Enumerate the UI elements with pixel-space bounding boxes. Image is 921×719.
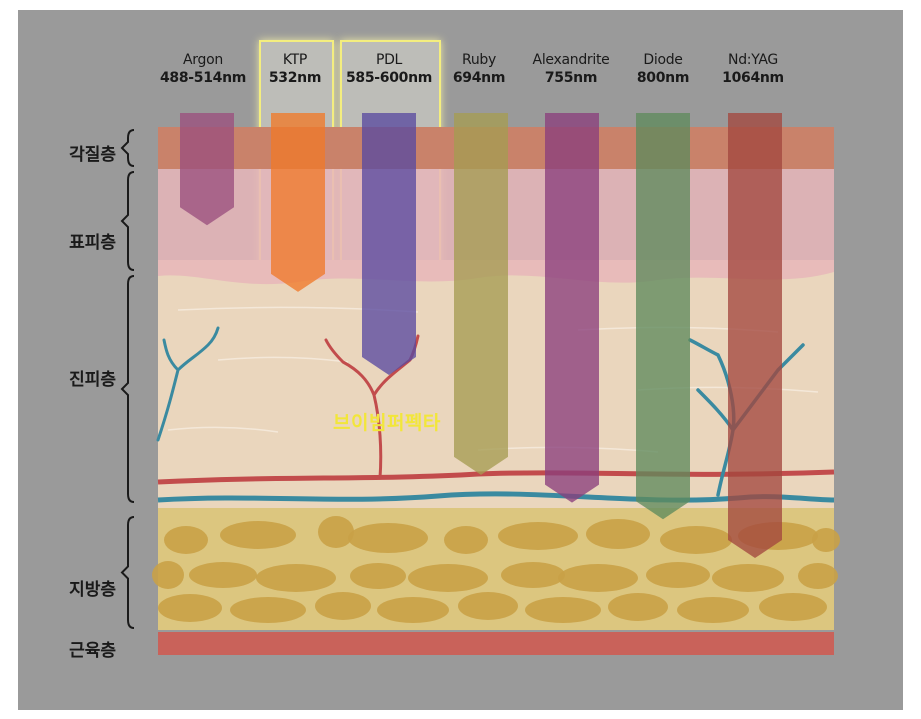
dermis-texture-line: [217, 356, 349, 363]
dermis-texture-line: [167, 426, 279, 433]
laser-name: Ruby: [462, 52, 496, 68]
layer-label-dermis: 진피층: [69, 370, 116, 390]
fat-cell: [501, 562, 565, 588]
layer-label-stratum-corneum: 각질층: [69, 145, 116, 165]
laser-beam: [271, 113, 325, 292]
fat-cell: [189, 562, 257, 588]
fat-cell: [152, 561, 184, 589]
laser-name: Alexandrite: [532, 52, 610, 68]
fat-cell: [498, 522, 578, 550]
artery-vessel: [157, 469, 835, 485]
laser-name: PDL: [375, 52, 403, 68]
layer-bracket: [120, 129, 135, 167]
fat-cell: [444, 526, 488, 554]
layer-bracket: [120, 171, 135, 271]
layer-label-fat: 지방층: [69, 580, 116, 600]
laser-wavelength: 532nm: [268, 69, 322, 86]
laser-label-ndyag: Nd:YAG 1064nm: [698, 52, 808, 87]
fat-cell: [798, 563, 838, 589]
fat-cell: [586, 519, 650, 549]
fat-cell: [558, 564, 638, 592]
fat-cell: [660, 526, 732, 554]
fat-cell: [646, 562, 710, 588]
skin-laser-diagram: 각질층 표피층 진피층 지방층 근육층 Argon 488-514nm KTP …: [18, 10, 903, 710]
center-artery-branch: [324, 334, 420, 480]
fat-cell: [677, 597, 749, 623]
laser-label-ktp: KTP 532nm: [240, 52, 350, 87]
fat-cell: [318, 516, 354, 548]
layer-label-epidermis: 표피층: [69, 233, 116, 253]
laser-name: Nd:YAG: [728, 52, 778, 68]
laser-wavelength: 694nm: [452, 69, 506, 86]
fat-cell: [230, 597, 306, 623]
fat-cell: [315, 592, 371, 620]
laser-wavelength: 800nm: [636, 69, 690, 86]
brand-caption: 브이빔퍼펙타: [333, 412, 441, 434]
fat-cell: [377, 597, 449, 623]
muscle-layer: [158, 632, 834, 655]
laser-wavelength: 585-600nm: [345, 69, 433, 86]
skin-illustration: [120, 113, 840, 655]
laser-label-argon: Argon 488-514nm: [148, 52, 258, 87]
left-vein-branch: [156, 326, 220, 442]
laser-beam: [545, 113, 599, 503]
fat-cell: [256, 564, 336, 592]
fat-cell: [458, 592, 518, 620]
layer-bracket: [120, 516, 135, 629]
fat-cell: [158, 594, 222, 622]
fat-cell: [759, 593, 827, 621]
fat-cell: [408, 564, 488, 592]
laser-wavelength: 755nm: [544, 69, 598, 86]
laser-beam: [728, 113, 782, 559]
laser-beam: [180, 113, 234, 226]
layer-label-muscle: 근육층: [69, 641, 116, 661]
laser-label-diode: Diode 800nm: [608, 52, 718, 87]
fat-cell: [712, 564, 784, 592]
laser-wavelength: 1064nm: [722, 69, 784, 86]
fat-cell: [164, 526, 208, 554]
fat-cell: [525, 597, 601, 623]
laser-beam: [636, 113, 690, 520]
fat-cell: [348, 523, 428, 553]
layer-bracket: [120, 275, 135, 503]
laser-label-alexandrite: Alexandrite 755nm: [516, 52, 626, 87]
laser-name: KTP: [282, 52, 308, 68]
fat-cell: [608, 593, 668, 621]
fat-cell: [220, 521, 296, 549]
laser-beam: [362, 113, 416, 376]
laser-label-pdl: PDL 585-600nm: [334, 52, 444, 87]
fat-cell: [350, 563, 406, 589]
laser-wavelength: 488-514nm: [159, 69, 247, 86]
laser-name: Diode: [643, 52, 683, 68]
fat-cell: [812, 528, 840, 552]
laser-label-ruby: Ruby 694nm: [424, 52, 534, 87]
laser-beam: [454, 113, 508, 475]
laser-name: Argon: [183, 52, 223, 68]
